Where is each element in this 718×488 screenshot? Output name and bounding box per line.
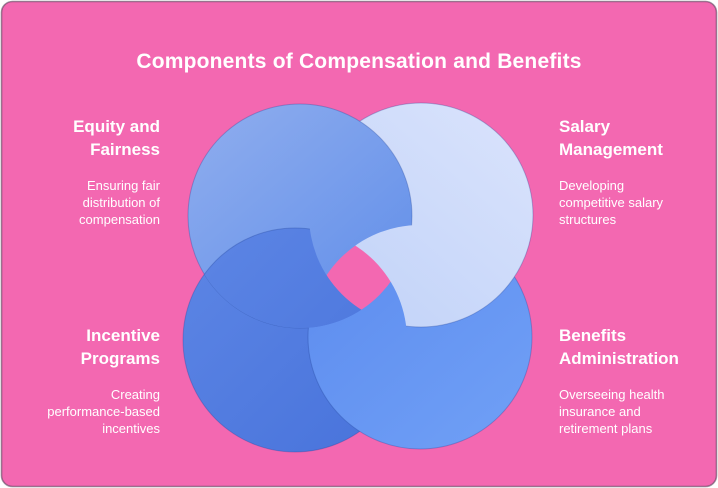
section-description: Creating performance-based incentives	[47, 387, 160, 436]
section-description: Overseeing health insurance and retireme…	[559, 387, 665, 436]
section-heading: Salary Management	[559, 117, 663, 159]
section-salary-management: Salary Management Developing competitive…	[559, 116, 699, 228]
section-heading: Equity and Fairness	[73, 117, 160, 159]
section-heading: Incentive Programs	[80, 326, 160, 368]
section-heading: Benefits Administration	[559, 326, 679, 368]
section-description: Ensuring fair distribution of compensati…	[79, 178, 160, 227]
section-equity-and-fairness: Equity and Fairness Ensuring fair distri…	[20, 116, 160, 228]
page-title: Components of Compensation and Benefits	[136, 50, 582, 73]
section-benefits-administration: Benefits Administration Overseeing healt…	[559, 325, 699, 437]
section-description: Developing competitive salary structures	[559, 178, 664, 227]
incentive-programs-circle-overlap-patch	[188, 227, 408, 328]
section-incentive-programs: Incentive Programs Creating performance-…	[20, 325, 160, 437]
